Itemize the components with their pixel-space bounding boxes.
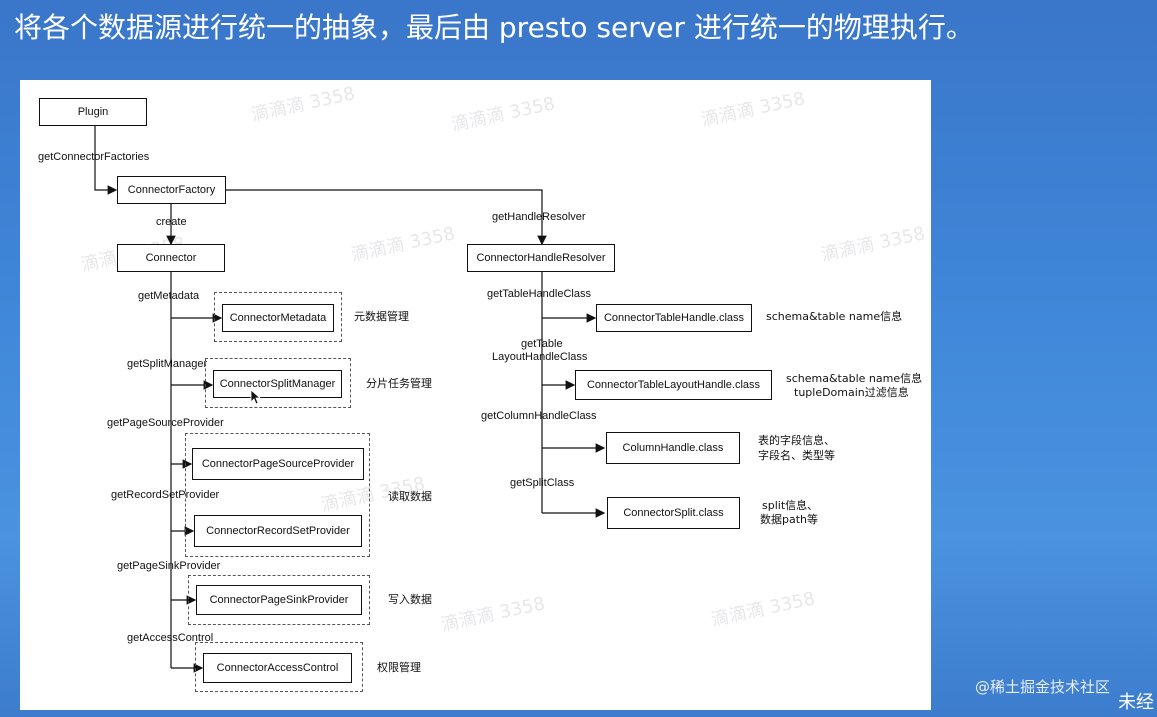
connector-split-manager-box: ConnectorSplitManager	[213, 370, 342, 398]
edge-label-get-split-class: getSplitClass	[510, 477, 575, 489]
connector-record-set-provider-box: ConnectorRecordSetProvider	[194, 515, 362, 547]
note-metadata: 元数据管理	[354, 310, 409, 323]
note-write-data: 写入数据	[388, 593, 432, 606]
read-data-dashed-group	[185, 433, 370, 557]
edge-label-get-connector-factories: getConnectorFactories	[38, 151, 150, 163]
connector-page-sink-provider-box: ConnectorPageSinkProvider	[196, 585, 362, 615]
edge-label-get-access-control: getAccessControl	[127, 632, 214, 644]
connector-metadata-box: ConnectorMetadata	[222, 304, 334, 332]
split-manager-dashed-group	[205, 358, 351, 408]
connector-page-source-provider-box: ConnectorPageSourceProvider	[192, 448, 364, 480]
access-control-dashed-group	[195, 642, 363, 692]
edge-label-get-column-handle-class: getColumnHandleClass	[481, 410, 597, 422]
note-column-handle-line1: 表的字段信息、	[758, 434, 835, 447]
site-watermark: @稀土掘金技术社区	[975, 678, 1111, 696]
edge-label-get-split-manager: getSplitManager	[127, 358, 208, 370]
slide-title: 将各个数据源进行统一的抽象，最后由 presto server 进行统一的物理执…	[14, 11, 974, 44]
note-table-handle: schema&table name信息	[766, 310, 903, 323]
connector-box: Connector	[117, 244, 225, 272]
connector-handle-resolver-box: ConnectorHandleResolver	[467, 244, 615, 272]
edge-label-get-metadata: getMetadata	[138, 290, 200, 302]
edge-label-get-table-handle-class: getTableHandleClass	[487, 288, 591, 300]
write-data-dashed-group	[188, 575, 370, 625]
note-read-data: 读取数据	[388, 490, 432, 503]
edge-label-get-page-source-provider: getPageSourceProvider	[107, 417, 224, 429]
connector-table-layout-handle-box: ConnectorTableLayoutHandle.class	[575, 370, 772, 400]
edge-label-get-handle-resolver: getHandleResolver	[492, 211, 586, 223]
connector-lines	[94, 126, 606, 673]
connector-access-control-box: ConnectorAccessControl	[203, 653, 352, 683]
edge-label-get-page-sink-provider: getPageSinkProvider	[117, 560, 221, 572]
edge-label-get-table-layout-handle-class-line1: getTable	[521, 338, 563, 350]
edge-label-create: create	[156, 216, 187, 228]
note-split-manager: 分片任务管理	[366, 377, 432, 390]
edge-label-get-record-set-provider: getRecordSetProvider	[111, 489, 220, 501]
edge-label-get-table-layout-handle-class-line2: LayoutHandleClass	[492, 351, 588, 363]
note-access-control: 权限管理	[377, 661, 421, 674]
note-layout-handle-line2: tupleDomain过滤信息	[794, 386, 909, 399]
connector-table-handle-box: ConnectorTableHandle.class	[596, 304, 752, 332]
connector-split-box: ConnectorSplit.class	[607, 497, 740, 529]
note-column-handle-line2: 字段名、类型等	[758, 449, 835, 462]
mouse-cursor-icon	[250, 389, 262, 405]
plugin-box: Plugin	[39, 98, 147, 126]
note-split-line1: split信息、	[762, 499, 819, 512]
note-split-line2: 数据path等	[760, 513, 819, 526]
note-layout-handle-line1: schema&table name信息	[786, 372, 923, 385]
column-handle-box: ColumnHandle.class	[606, 432, 740, 464]
connector-factory-box: ConnectorFactory	[117, 176, 226, 204]
metadata-dashed-group	[214, 292, 342, 342]
corner-caption: 未经	[1118, 692, 1154, 713]
diagram-canvas: 滴滴滴 3358 滴滴滴 3358 滴滴滴 3358 滴滴滴 3358 滴滴滴 …	[20, 80, 931, 710]
